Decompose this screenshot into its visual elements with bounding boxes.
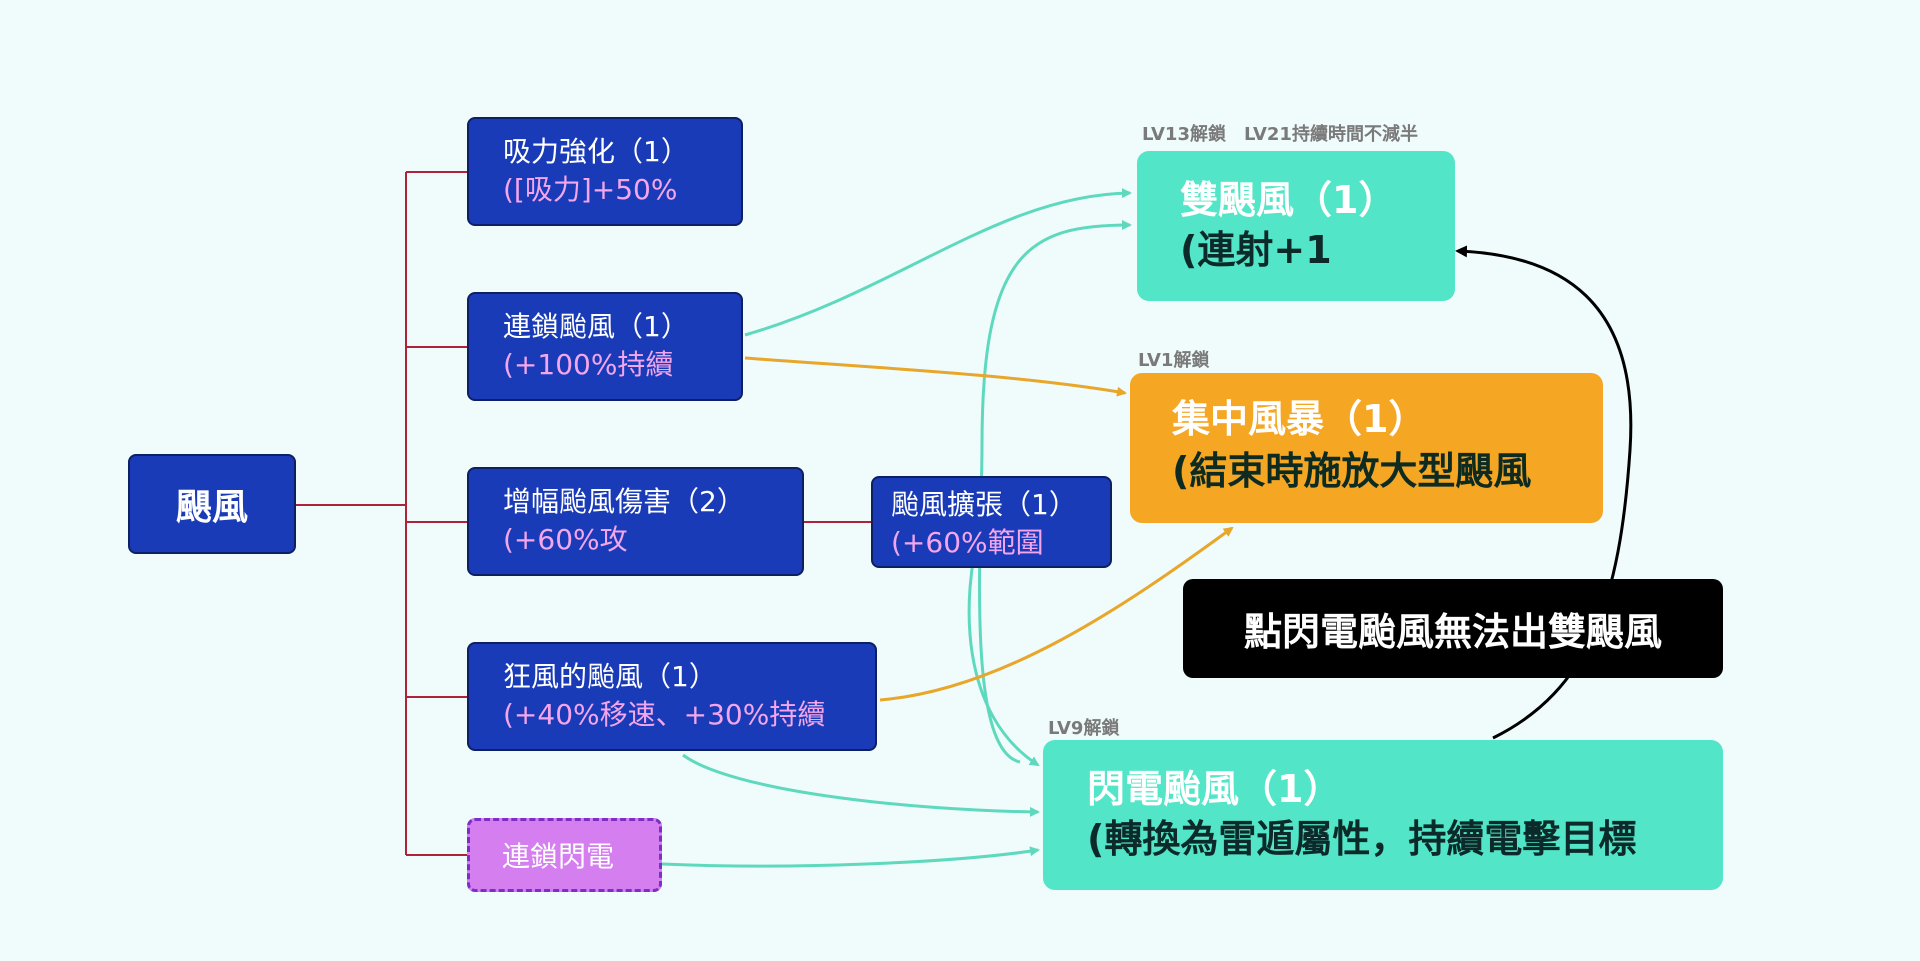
double-unlock-note: LV13解鎖 LV21持續時間不減半: [1142, 124, 1418, 145]
result-title: 閃電颱風（1）: [1087, 767, 1342, 811]
root-node-hurricane: 颶風: [128, 454, 296, 554]
sub-branch-typhoon-expand: 颱風擴張（1） (+60%範圍: [871, 476, 1112, 568]
branch-title: 連鎖閃電: [502, 840, 615, 873]
branch-title: 吸力強化（1）: [503, 135, 689, 168]
branch-gale-typhoon: 狂風的颱風（1） (+40%移速、+30%持續: [467, 642, 877, 751]
result-focused-storm: 集中風暴（1） (結束時施放大型颶風: [1130, 373, 1603, 523]
sub-branch-title: 颱風擴張（1）: [891, 488, 1077, 521]
result-effect: (轉換為雷遁屬性，持續電擊目標: [1087, 817, 1637, 861]
branch-effect: (+40%移速、+30%持續: [503, 698, 826, 731]
branch-effect: (+60%攻: [503, 523, 628, 556]
tree-connectors: [296, 171, 872, 856]
note-text: 點閃電颱風無法出雙颶風: [1243, 610, 1662, 654]
arrow-chain-to-storm: [744, 356, 1127, 397]
branch-chain-typhoon: 連鎖颱風（1） (+100%持續: [467, 292, 743, 401]
branch-typhoon-damage: 增幅颱風傷害（2） (+60%攻: [467, 467, 804, 576]
arrow-chain-to-double: [744, 188, 1132, 337]
branch-title: 增幅颱風傷害（2）: [503, 485, 745, 518]
lightning-unlock-note: LV9解鎖: [1048, 718, 1120, 739]
result-title: 集中風暴（1）: [1172, 397, 1427, 441]
branch-effect: ([吸力]+50%: [503, 173, 678, 206]
result-effect: (結束時施放大型颶風: [1172, 449, 1532, 493]
branch-title: 狂風的颱風（1）: [503, 660, 717, 693]
result-double-hurricane: 雙颶風（1） (連射+1: [1137, 151, 1455, 301]
result-effect: (連射+1: [1180, 228, 1332, 272]
root-label: 颶風: [175, 487, 248, 528]
note-box: 點閃電颱風無法出雙颶風: [1183, 579, 1723, 678]
arrow-gale-to-lightning: [682, 753, 1040, 817]
branch-effect: (+100%持續: [503, 348, 674, 381]
arrow-gale-to-storm: [879, 526, 1234, 702]
result-lightning-typhoon: 閃電颱風（1） (轉換為雷遁屬性，持續電擊目標: [1043, 740, 1723, 890]
storm-unlock-note: LV1解鎖: [1138, 350, 1210, 371]
branch-title: 連鎖颱風（1）: [503, 310, 689, 343]
arrow-note-to-double: [1455, 245, 1633, 740]
branch-chain-lightning: 連鎖閃電: [467, 818, 662, 892]
result-title: 雙颶風（1）: [1180, 178, 1397, 222]
branch-suction-boost: 吸力強化（1） ([吸力]+50%: [467, 117, 743, 226]
arrow-chainlightning-to-lightning: [661, 846, 1040, 868]
sub-branch-effect: (+60%範圍: [891, 526, 1044, 559]
